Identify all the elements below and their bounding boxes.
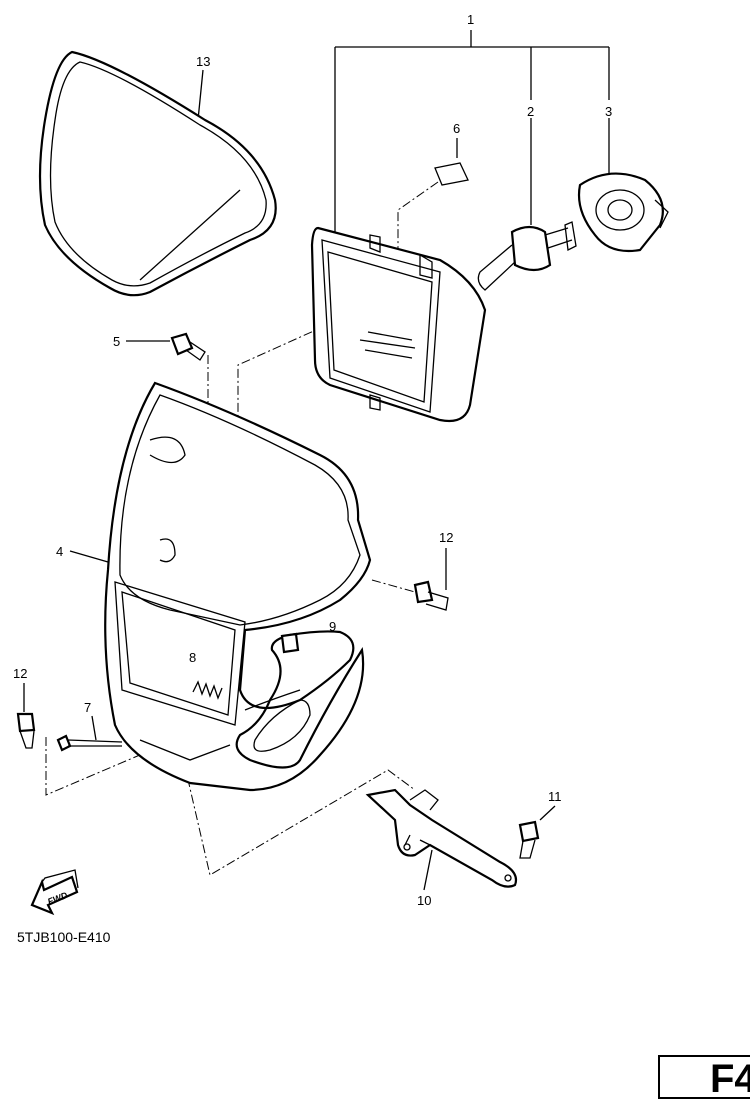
part-6-label [434, 162, 469, 186]
drawing-code: 5TJB100-E410 [17, 929, 111, 945]
fwd-arrow-icon: FWD [30, 869, 79, 916]
callout-5: 5 [113, 334, 120, 349]
callout-2: 2 [527, 104, 534, 119]
callout-1: 1 [467, 12, 474, 27]
part-8-spring [192, 680, 223, 700]
part-9-nut [280, 632, 300, 654]
part-12-bolt-left [16, 712, 36, 749]
callout-7: 7 [84, 700, 91, 715]
callout-6: 6 [453, 121, 460, 136]
part-7-long-bolt [56, 734, 123, 752]
callout-3: 3 [605, 104, 612, 119]
part-13-windscreen [38, 50, 277, 297]
callout-10: 10 [417, 893, 431, 908]
part-11-bolt [518, 820, 540, 859]
callout-8: 8 [189, 650, 196, 665]
callout-4: 4 [56, 544, 63, 559]
part-10-bracket [365, 788, 518, 888]
callout-12-left: 12 [13, 666, 27, 681]
part-headlight-unit [310, 226, 487, 423]
part-12-bolt-right [413, 580, 449, 611]
part-2-bulb [477, 221, 577, 291]
part-3-socket-cover [577, 172, 669, 253]
part-5-screw [170, 332, 206, 361]
callout-9: 9 [329, 619, 336, 634]
callout-12-right: 12 [439, 530, 453, 545]
part-4-headlight-cowl [104, 381, 372, 792]
callouts: 1 2 3 13 6 5 4 12 9 8 12 7 11 10 [13, 12, 612, 908]
callout-11: 11 [548, 789, 562, 804]
callout-13: 13 [196, 54, 210, 69]
page-label: F4 [658, 1055, 750, 1101]
